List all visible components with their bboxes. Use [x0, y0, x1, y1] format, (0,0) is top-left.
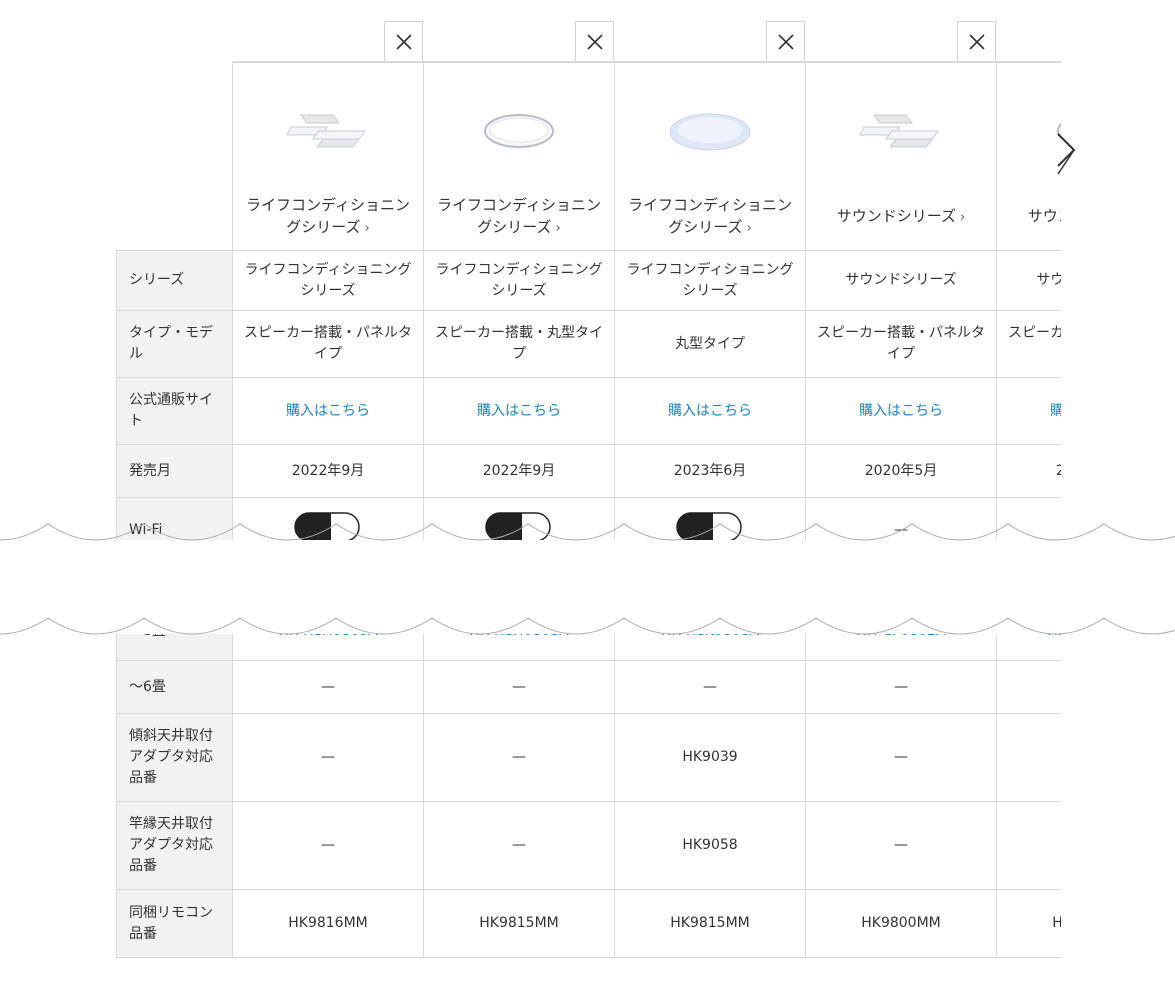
table-cell: —: [805, 713, 997, 802]
product-name-link[interactable]: ライフコンディショニングシリーズ›: [246, 196, 410, 236]
round-ceiling-light-icon[interactable]: [424, 83, 614, 183]
product-name-link[interactable]: サウンドシリーズ›: [1027, 207, 1061, 225]
close-icon: [968, 33, 985, 50]
table-cell: ライフコンディショニングシリーズ: [423, 250, 615, 311]
chevron-right-icon[interactable]: [1048, 130, 1082, 182]
table-row-slope-adapter: 傾斜天井取付アダプタ対応品番 — — HK9039 — —: [116, 713, 1061, 802]
table-cell: 2022年9月: [232, 444, 424, 498]
product-header-1: ライフコンディショニングシリーズ›: [232, 61, 423, 251]
row-label: 同梱リモコン品番: [116, 889, 233, 958]
table-cell: 購入はこちら: [232, 377, 424, 445]
product-name-link[interactable]: ライフコンディショニングシリーズ›: [437, 196, 601, 236]
close-icon: [777, 33, 794, 50]
table-row-remote: 同梱リモコン品番 HK9816MM HK9815MM HK9815MM HK98…: [116, 889, 1061, 958]
wave-divider-bottom: [0, 617, 1175, 635]
table-cell: —: [996, 801, 1061, 890]
panel-light-icon[interactable]: [233, 83, 423, 183]
table-cell: —: [423, 713, 615, 802]
table-cell: スピーカー搭載・丸型タイプ: [423, 310, 615, 378]
wifi-logo: [233, 512, 423, 542]
table-cell: HK9800MM: [996, 889, 1061, 958]
table-cell: スピーカー搭載・パネルタイプ: [996, 310, 1061, 378]
table-cell: —: [614, 660, 806, 714]
table-cell: HK9039: [614, 713, 806, 802]
table-cell: —: [232, 660, 424, 714]
table-row-series: シリーズ ライフコンディショニングシリーズ ライフコンディショニングシリーズ ラ…: [116, 250, 1061, 311]
chevron-right-icon: ›: [746, 221, 752, 236]
table-cell: —: [232, 801, 424, 890]
table-row-6tatami: ～6畳 — — — — —: [116, 660, 1061, 714]
table-row-release: 発売月 2022年9月 2022年9月 2023年6月 2020年5月 2020…: [116, 444, 1061, 498]
table-cell: 2020年5月: [805, 444, 997, 498]
table-cell: スピーカー搭載・パネルタイプ: [805, 310, 997, 378]
row-label: 公式通販サイト: [116, 377, 233, 445]
table-row-beam-adapter: 竿縁天井取付アダプタ対応品番 — — HK9058 — —: [116, 801, 1061, 890]
wave-divider-top: [0, 523, 1175, 541]
table-cell: HK9815MM: [423, 889, 615, 958]
spec-comparison-table: シリーズ ライフコンディショニングシリーズ ライフコンディショニングシリーズ ラ…: [116, 250, 1061, 958]
purchase-link[interactable]: 購入はこちら: [668, 402, 752, 419]
table-cell: —: [996, 660, 1061, 714]
remove-product-2-button[interactable]: [575, 21, 614, 61]
table-cell: 購入はこちら: [805, 377, 997, 445]
table-cell: ライフコンディショニングシリーズ: [232, 250, 424, 311]
page-break: [0, 540, 1175, 634]
table-cell: —: [805, 801, 997, 890]
panel-light-icon[interactable]: [806, 83, 996, 183]
table-cell: 2020年5月: [996, 444, 1061, 498]
product-header-5: サウンドシリーズ›: [996, 61, 1061, 251]
round-ceiling-light-icon[interactable]: [615, 83, 805, 183]
product-header-3: ライフコンディショニングシリーズ›: [614, 61, 805, 251]
row-label: 発売月: [116, 444, 233, 498]
table-cell: 2022年9月: [423, 444, 615, 498]
chevron-right-icon: ›: [364, 221, 370, 236]
table-cell: サウンドシリーズ: [996, 250, 1061, 311]
product-name-link[interactable]: ライフコンディショニングシリーズ›: [628, 196, 792, 236]
close-icon: [586, 33, 603, 50]
chevron-right-icon: ›: [555, 221, 561, 236]
table-cell: HK9058: [614, 801, 806, 890]
table-cell: —: [423, 660, 615, 714]
product-header-2: ライフコンディショニングシリーズ›: [423, 61, 614, 251]
purchase-link[interactable]: 購入はこちら: [286, 402, 370, 419]
remove-product-3-button[interactable]: [766, 21, 805, 61]
purchase-link[interactable]: 購入はこちら: [477, 402, 561, 419]
table-cell: —: [805, 660, 997, 714]
table-cell: HK9815MM: [614, 889, 806, 958]
table-cell: HK9800MM: [805, 889, 997, 958]
table-cell: サウンドシリーズ: [805, 250, 997, 311]
product-name-link[interactable]: サウンドシリーズ›: [836, 207, 966, 225]
purchase-link[interactable]: 購入はこちら: [1050, 402, 1061, 419]
row-label: 竿縁天井取付アダプタ対応品番: [116, 801, 233, 890]
close-icon: [395, 33, 412, 50]
table-cell: 2023年6月: [614, 444, 806, 498]
table-cell: HK9816MM: [232, 889, 424, 958]
table-cell: ライフコンディショニングシリーズ: [614, 250, 806, 311]
chevron-right-icon: ›: [960, 210, 966, 225]
remove-product-1-button[interactable]: [384, 21, 423, 61]
purchase-link[interactable]: 購入はこちら: [859, 402, 943, 419]
table-cell: 丸型タイプ: [614, 310, 806, 378]
row-label: タイプ・モデル: [116, 310, 233, 378]
wifi-logo: [424, 512, 614, 542]
remove-product-4-button[interactable]: [957, 21, 996, 61]
table-cell: 購入はこちら: [996, 377, 1061, 445]
table-cell: —: [423, 801, 615, 890]
table-cell: —: [232, 713, 424, 802]
comparison-viewport: ライフコンディショニングシリーズ› ライフコンディショニングシリーズ› ライフコ…: [116, 21, 1061, 958]
row-label: ～6畳: [116, 660, 233, 714]
table-cell: —: [996, 713, 1061, 802]
row-label: シリーズ: [116, 250, 233, 311]
product-header-4: サウンドシリーズ›: [805, 61, 996, 251]
table-cell: 購入はこちら: [614, 377, 806, 445]
table-cell: 購入はこちら: [423, 377, 615, 445]
row-label: 傾斜天井取付アダプタ対応品番: [116, 713, 233, 802]
table-row-type: タイプ・モデル スピーカー搭載・パネルタイプ スピーカー搭載・丸型タイプ 丸型タ…: [116, 310, 1061, 378]
table-row-shop: 公式通販サイト 購入はこちら 購入はこちら 購入はこちら 購入はこちら 購入はこ…: [116, 377, 1061, 445]
table-cell: スピーカー搭載・パネルタイプ: [232, 310, 424, 378]
